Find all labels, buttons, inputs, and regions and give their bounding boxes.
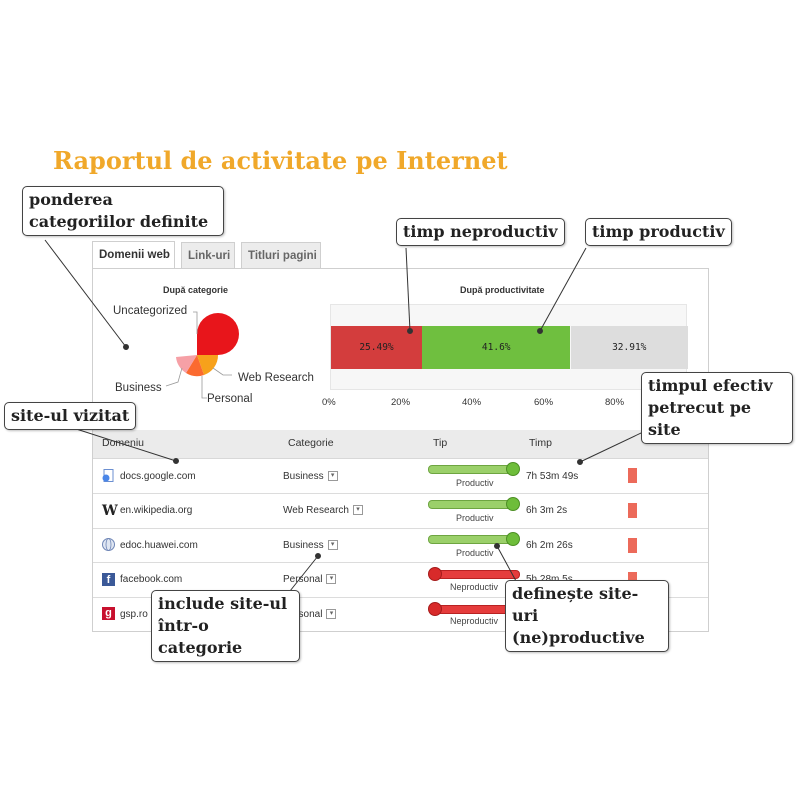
facebook-icon: f — [102, 573, 115, 586]
row-domain[interactable]: facebook.com — [120, 574, 183, 585]
productivity-label: Productiv — [456, 478, 494, 488]
column-header-domain[interactable]: Domeniu — [102, 437, 145, 449]
productivity-label: Neproductiv — [450, 582, 499, 592]
callout-unproductive-time: timp neproductiv — [396, 218, 565, 246]
row-divider — [93, 528, 708, 529]
time-indicator — [628, 503, 637, 518]
row-time: 6h 3m 2s — [526, 505, 568, 516]
row-time: 5h 28m 5s — [526, 574, 573, 585]
productivity-label: Neproductiv — [450, 616, 499, 626]
bar-segment-productive: 41.6% — [421, 326, 571, 369]
callout-categories-weight: ponderea categoriilor definite — [22, 186, 224, 236]
axis-tick-40: 40% — [462, 397, 482, 408]
productivity-label: Productiv — [456, 548, 494, 558]
column-header-category[interactable]: Categorie — [288, 437, 334, 449]
bar-segment-unproductive: 25.49% — [331, 326, 422, 369]
report-title: Raportul de activitate pe Internet — [53, 146, 508, 175]
slider-knob[interactable] — [428, 602, 442, 616]
pie-leader-personal — [201, 376, 207, 399]
pie-slice-personal — [186, 355, 204, 377]
slider-knob[interactable] — [428, 567, 442, 581]
column-header-time[interactable]: Timp — [529, 437, 552, 449]
callout-define-productive: definește site-uri (ne)productive — [505, 580, 669, 652]
chevron-down-icon[interactable]: ▾ — [326, 609, 337, 620]
column-header-type[interactable]: Tip — [433, 437, 448, 449]
pie-slice-uncategorized — [176, 355, 197, 373]
time-indicator — [628, 538, 637, 553]
bar-segment-undefined: 32.91% — [570, 326, 688, 369]
pie-label-business: Business — [115, 382, 162, 394]
row-domain[interactable]: en.wikipedia.org — [120, 505, 193, 516]
tab-domenii-web[interactable]: Domenii web — [92, 241, 175, 269]
callout-productive-time: timp productiv — [585, 218, 732, 246]
tab-titluri-pagini[interactable]: Titluri pagini — [241, 242, 321, 268]
pie-leader-uncategorized — [193, 311, 198, 334]
globe-icon — [102, 538, 115, 551]
pie-leader-web-research — [212, 367, 232, 376]
slider-knob[interactable] — [506, 497, 520, 511]
row-category[interactable]: Business▾ — [283, 471, 338, 482]
pie-label-web-research: Web Research — [238, 372, 314, 384]
chevron-down-icon[interactable]: ▾ — [326, 574, 337, 585]
wikipedia-icon: W — [102, 503, 118, 519]
pie-slice-business — [197, 313, 239, 355]
bar-chart-title: După productivitate — [460, 285, 545, 295]
chevron-down-icon[interactable]: ▾ — [327, 540, 338, 551]
row-divider — [93, 493, 708, 494]
time-indicator — [628, 468, 637, 483]
pie-chart — [165, 311, 239, 399]
time-indicator — [628, 572, 637, 587]
pie-leader-business — [165, 367, 183, 387]
callout-site-visited: site-ul vizitat — [4, 402, 137, 430]
row-category[interactable]: Personal▾ — [283, 609, 337, 620]
row-category[interactable]: Web Research▾ — [283, 505, 363, 516]
row-category[interactable]: Business▾ — [283, 540, 338, 551]
row-domain[interactable]: docs.google.com — [120, 471, 196, 482]
slider-knob[interactable] — [506, 532, 520, 546]
tab-link-uri[interactable]: Link-uri — [181, 242, 235, 268]
pie-label-uncategorized: Uncategorized — [113, 305, 188, 317]
gsp-icon: g — [102, 607, 115, 620]
axis-tick-80: 80% — [605, 397, 625, 408]
pie-chart-title: După categorie — [163, 285, 229, 295]
callout-effective-time: timpul efectiv petrecut pe site — [641, 372, 793, 444]
axis-tick-60: 60% — [534, 397, 554, 408]
google-docs-icon — [102, 469, 114, 482]
axis-tick-0: 0% — [322, 397, 336, 408]
pie-label-personal: Personal — [207, 393, 253, 405]
slider-knob[interactable] — [506, 462, 520, 476]
chevron-down-icon[interactable]: ▾ — [327, 471, 338, 482]
table-header — [93, 430, 708, 459]
pie-slice-web-research — [197, 355, 219, 375]
row-category[interactable]: Personal▾ — [283, 574, 337, 585]
axis-tick-20: 20% — [391, 397, 411, 408]
callout-include-site: include site-ul într-o categorie — [151, 590, 300, 662]
row-divider — [93, 597, 708, 598]
row-domain[interactable]: gsp.ro — [120, 609, 148, 620]
chevron-down-icon[interactable]: ▾ — [352, 505, 363, 516]
row-domain[interactable]: edoc.huawei.com — [120, 540, 198, 551]
row-time: 7h 53m 49s — [526, 471, 579, 482]
productivity-label: Productiv — [456, 513, 494, 523]
row-divider — [93, 562, 708, 563]
row-time: 6h 2m 26s — [526, 540, 573, 551]
